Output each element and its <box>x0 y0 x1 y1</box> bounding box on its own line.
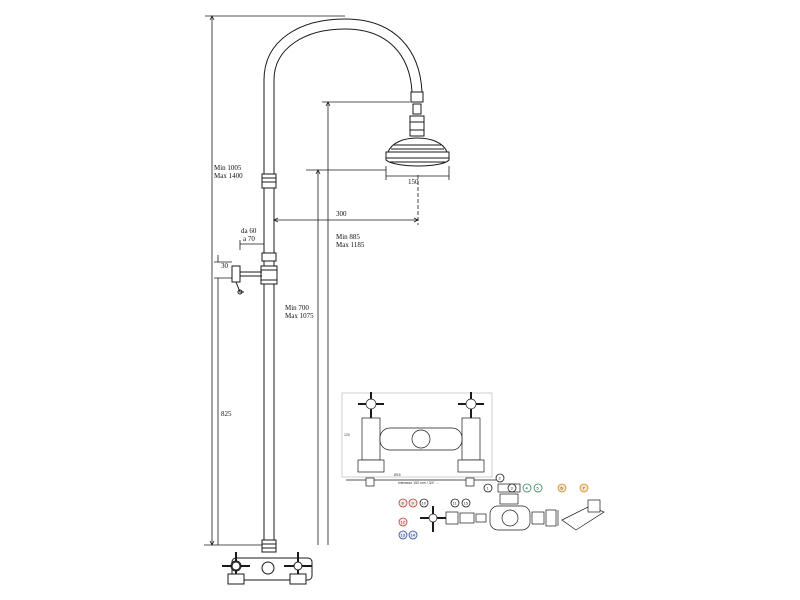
dim-column-lower-max: Max 1075 <box>285 312 314 320</box>
svg-text:14: 14 <box>411 533 416 538</box>
dim-head-height-min: Min 885 <box>336 233 360 241</box>
shower-head <box>385 137 450 167</box>
inset-dim-label: 120 <box>344 433 350 437</box>
hand-shower-holder <box>231 265 262 295</box>
svg-text:2: 2 <box>499 476 502 481</box>
svg-text:5: 5 <box>537 486 540 491</box>
riser-column <box>260 80 278 553</box>
svg-text:15: 15 <box>464 501 469 506</box>
svg-text:4: 4 <box>526 486 529 491</box>
callout-11: 11 <box>450 498 460 508</box>
dim-arm-reach: 300 <box>336 210 347 218</box>
svg-text:11: 11 <box>453 501 458 506</box>
exploded-parts-view <box>420 483 605 532</box>
svg-text:13: 13 <box>401 533 406 538</box>
callout-9: 9 <box>408 498 418 508</box>
inset-small-label: Ø15 <box>394 473 401 477</box>
svg-text:6: 6 <box>561 486 564 491</box>
mixer-valve <box>222 552 313 585</box>
svg-text:1: 1 <box>487 486 490 491</box>
callout-6: 6 <box>557 483 567 493</box>
dim-wall-offset-1: da 60 <box>241 227 257 235</box>
svg-text:12: 12 <box>401 520 406 525</box>
callout-14: 14 <box>408 530 418 540</box>
callout-7: 7 <box>579 483 589 493</box>
inset-note: interasse 150 mm / 3/4" ... <box>398 481 439 485</box>
callout-10: 10 <box>419 498 429 508</box>
dim-column-height-max: Max 1400 <box>214 172 243 180</box>
dim-mixer-height: 825 <box>221 410 232 418</box>
dim-holder-offset: 30 <box>221 262 229 270</box>
svg-text:9: 9 <box>412 501 415 506</box>
callout-5: 5 <box>533 483 543 493</box>
callout-1: 1 <box>483 483 493 493</box>
callout-2: 2 <box>495 473 505 483</box>
callout-4: 4 <box>522 483 532 493</box>
callout-13: 13 <box>398 530 408 540</box>
callout-3: 3 <box>507 483 517 493</box>
dim-wall-offset-2: a 70 <box>243 235 255 243</box>
callout-15: 15 <box>461 498 471 508</box>
svg-text:3: 3 <box>511 486 514 491</box>
dim-head-diameter: 150 <box>408 178 419 186</box>
svg-text:8: 8 <box>402 501 405 506</box>
dimension-lines <box>204 15 450 546</box>
dim-column-lower-min: Min 700 <box>285 304 309 312</box>
inset-valve-elevation <box>341 392 496 487</box>
dim-column-height-min: Min 1005 <box>214 164 242 172</box>
gooseneck-arm <box>263 18 425 137</box>
callout-12: 12 <box>398 517 408 527</box>
callout-8: 8 <box>398 498 408 508</box>
svg-text:7: 7 <box>583 486 586 491</box>
dim-head-height-max: Max 1185 <box>336 241 365 249</box>
svg-text:10: 10 <box>422 501 427 506</box>
